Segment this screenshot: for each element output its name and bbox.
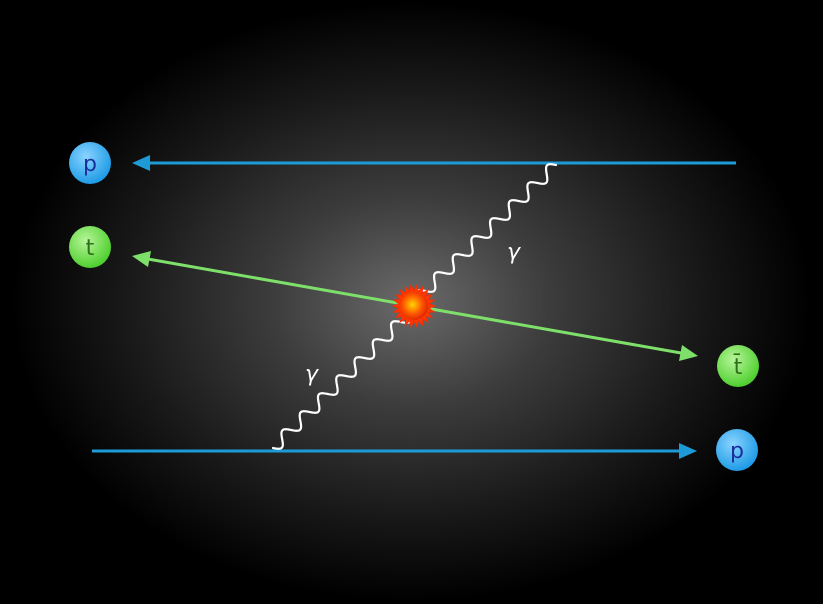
photon-label-upper: γ (507, 240, 521, 265)
proton-line-bottom (92, 443, 697, 459)
arrowhead-left-icon (132, 155, 150, 171)
proton-ball-bottom: p (716, 429, 758, 471)
photon-label-lower: γ (305, 362, 319, 387)
photon-line-upper (414, 163, 558, 302)
proton-label-bottom: p (730, 439, 744, 464)
arrowhead-right-icon (679, 443, 697, 459)
proton-line-top (132, 155, 736, 171)
photon-line-lower (271, 311, 412, 450)
interaction-vertex (391, 283, 437, 329)
antitop-quark-label: t̄ (733, 354, 742, 380)
proton-label-top: p (83, 152, 97, 177)
top-quark-ball: t (69, 226, 111, 268)
top-quark-label: t (86, 236, 95, 261)
antitop-quark-ball: t̄ (717, 345, 759, 387)
arrowhead-top-quark-icon (132, 251, 151, 267)
proton-ball-top: p (69, 142, 111, 184)
arrowhead-antitop-quark-icon (679, 345, 698, 361)
